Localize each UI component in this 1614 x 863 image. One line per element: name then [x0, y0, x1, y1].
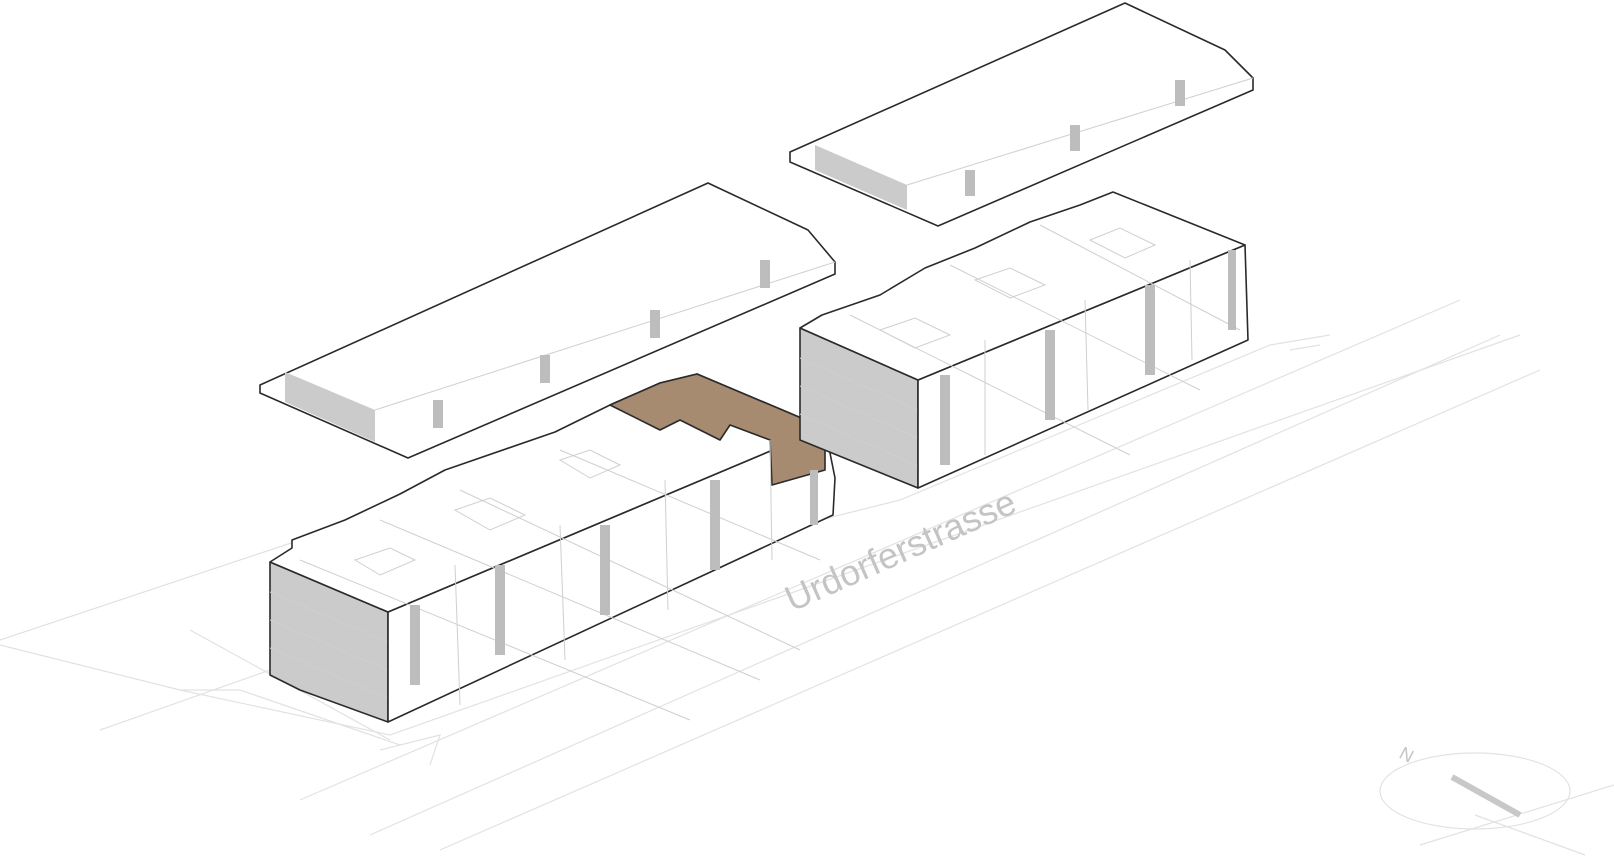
highlighted-unit: [609, 373, 826, 486]
building-lower-right: [799, 191, 1249, 489]
building-lower-left: [269, 373, 836, 723]
roof: [799, 191, 1246, 381]
roof-slab-left: [259, 182, 836, 459]
roof-slab-right: [789, 2, 1254, 227]
site-plan-lines: [0, 299, 1541, 851]
north-arrow-icon: N: [1379, 743, 1614, 856]
north-label: N: [1396, 743, 1417, 767]
